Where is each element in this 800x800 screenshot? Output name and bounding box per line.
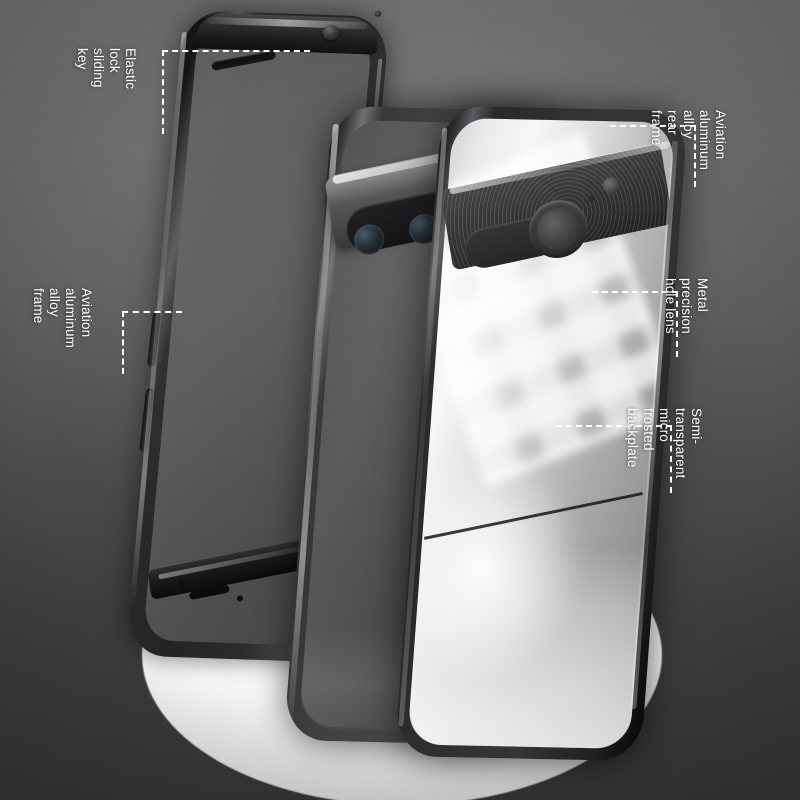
frame-top-pinhole <box>374 10 382 17</box>
callout-label-semi-transparent-micro-frosted-backplate: Semi-transparent micro frosted backplate <box>625 408 704 479</box>
callout-label-metal-precision-hole-lens: Metal precision hole lens <box>663 278 710 334</box>
callout-label-elastic-lock-sliding-key: Elastic lock sliding key <box>75 48 138 90</box>
callout-label-aviation-aluminum-alloy-frame: Aviation aluminum alloy frame <box>31 288 94 349</box>
backplate-lower-sheen <box>407 542 645 749</box>
callout-label-aviation-aluminum-alloy-rear-frame: Aviation aluminum alloy rear frame <box>649 110 728 171</box>
